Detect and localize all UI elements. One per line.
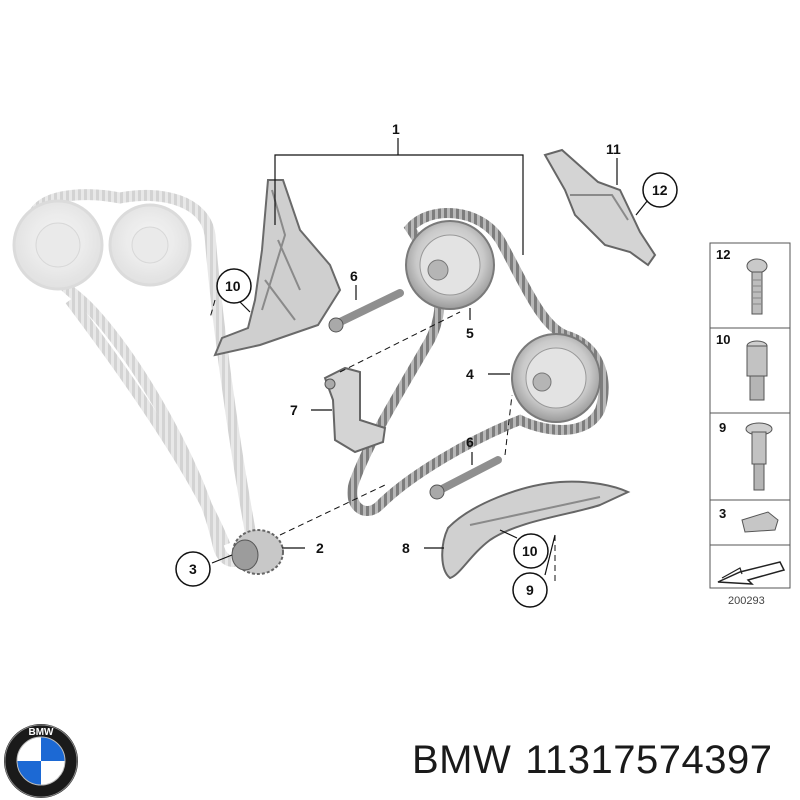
crankshaft-sprocket [231,529,284,575]
legend-item-12: 12 [716,247,768,315]
callout-5: 5 [466,325,474,341]
legend-num-3: 3 [719,506,726,521]
tensioner-rail [213,179,342,357]
dash-lines [209,299,556,585]
callout-3: 3 [189,561,197,577]
callout-8: 8 [402,540,410,556]
callout-11: 11 [606,141,621,157]
legend-item-3: 3 [719,506,779,533]
ghost-timing-assembly [12,189,256,567]
callout-10-upper: 10 [225,278,241,294]
legend-item-10: 10 [716,332,768,401]
guide-rail [441,480,631,580]
arrow-icon [717,561,786,585]
key-icon [741,511,779,533]
leader-lines [211,138,649,576]
legend-num-12: 12 [716,247,730,262]
bolt-upper [328,289,404,333]
logo-lettering: BMW [29,727,55,738]
callout-12: 12 [652,182,668,198]
callout-2: 2 [316,540,324,556]
lower-camshaft-adjuster [511,333,601,423]
callout-labels: 1 11 12 10 6 5 4 7 6 8 10 9 3 2 [175,121,678,608]
callout-1: 1 [392,121,400,137]
legend-num-9: 9 [719,420,726,435]
pin-icon [745,422,773,491]
upper-camshaft-adjuster [405,220,495,310]
legend-num-10: 10 [716,332,730,347]
bolt-icon [746,258,768,315]
callout-10-lower: 10 [522,543,538,559]
part-caption: BMW 11317574397 [412,738,773,783]
bmw-logo: BMW [4,724,78,798]
sleeve-icon [746,340,768,401]
timing-chain [347,208,609,516]
legend-item-9: 9 [719,420,773,491]
callout-7: 7 [290,402,298,418]
callout-6-upper: 6 [350,268,358,284]
diagram-code: 200293 [728,595,765,607]
callout-9: 9 [526,582,534,598]
part-number: 11317574397 [525,738,773,782]
brand-name: BMW [412,738,512,782]
bearing-bracket [323,366,387,454]
callout-4: 4 [466,366,474,382]
bolt-lower [429,456,502,500]
chain-tensioner [543,148,657,267]
legend-panel: 12 10 9 3 [709,242,791,607]
callout-6-lower: 6 [466,434,474,450]
